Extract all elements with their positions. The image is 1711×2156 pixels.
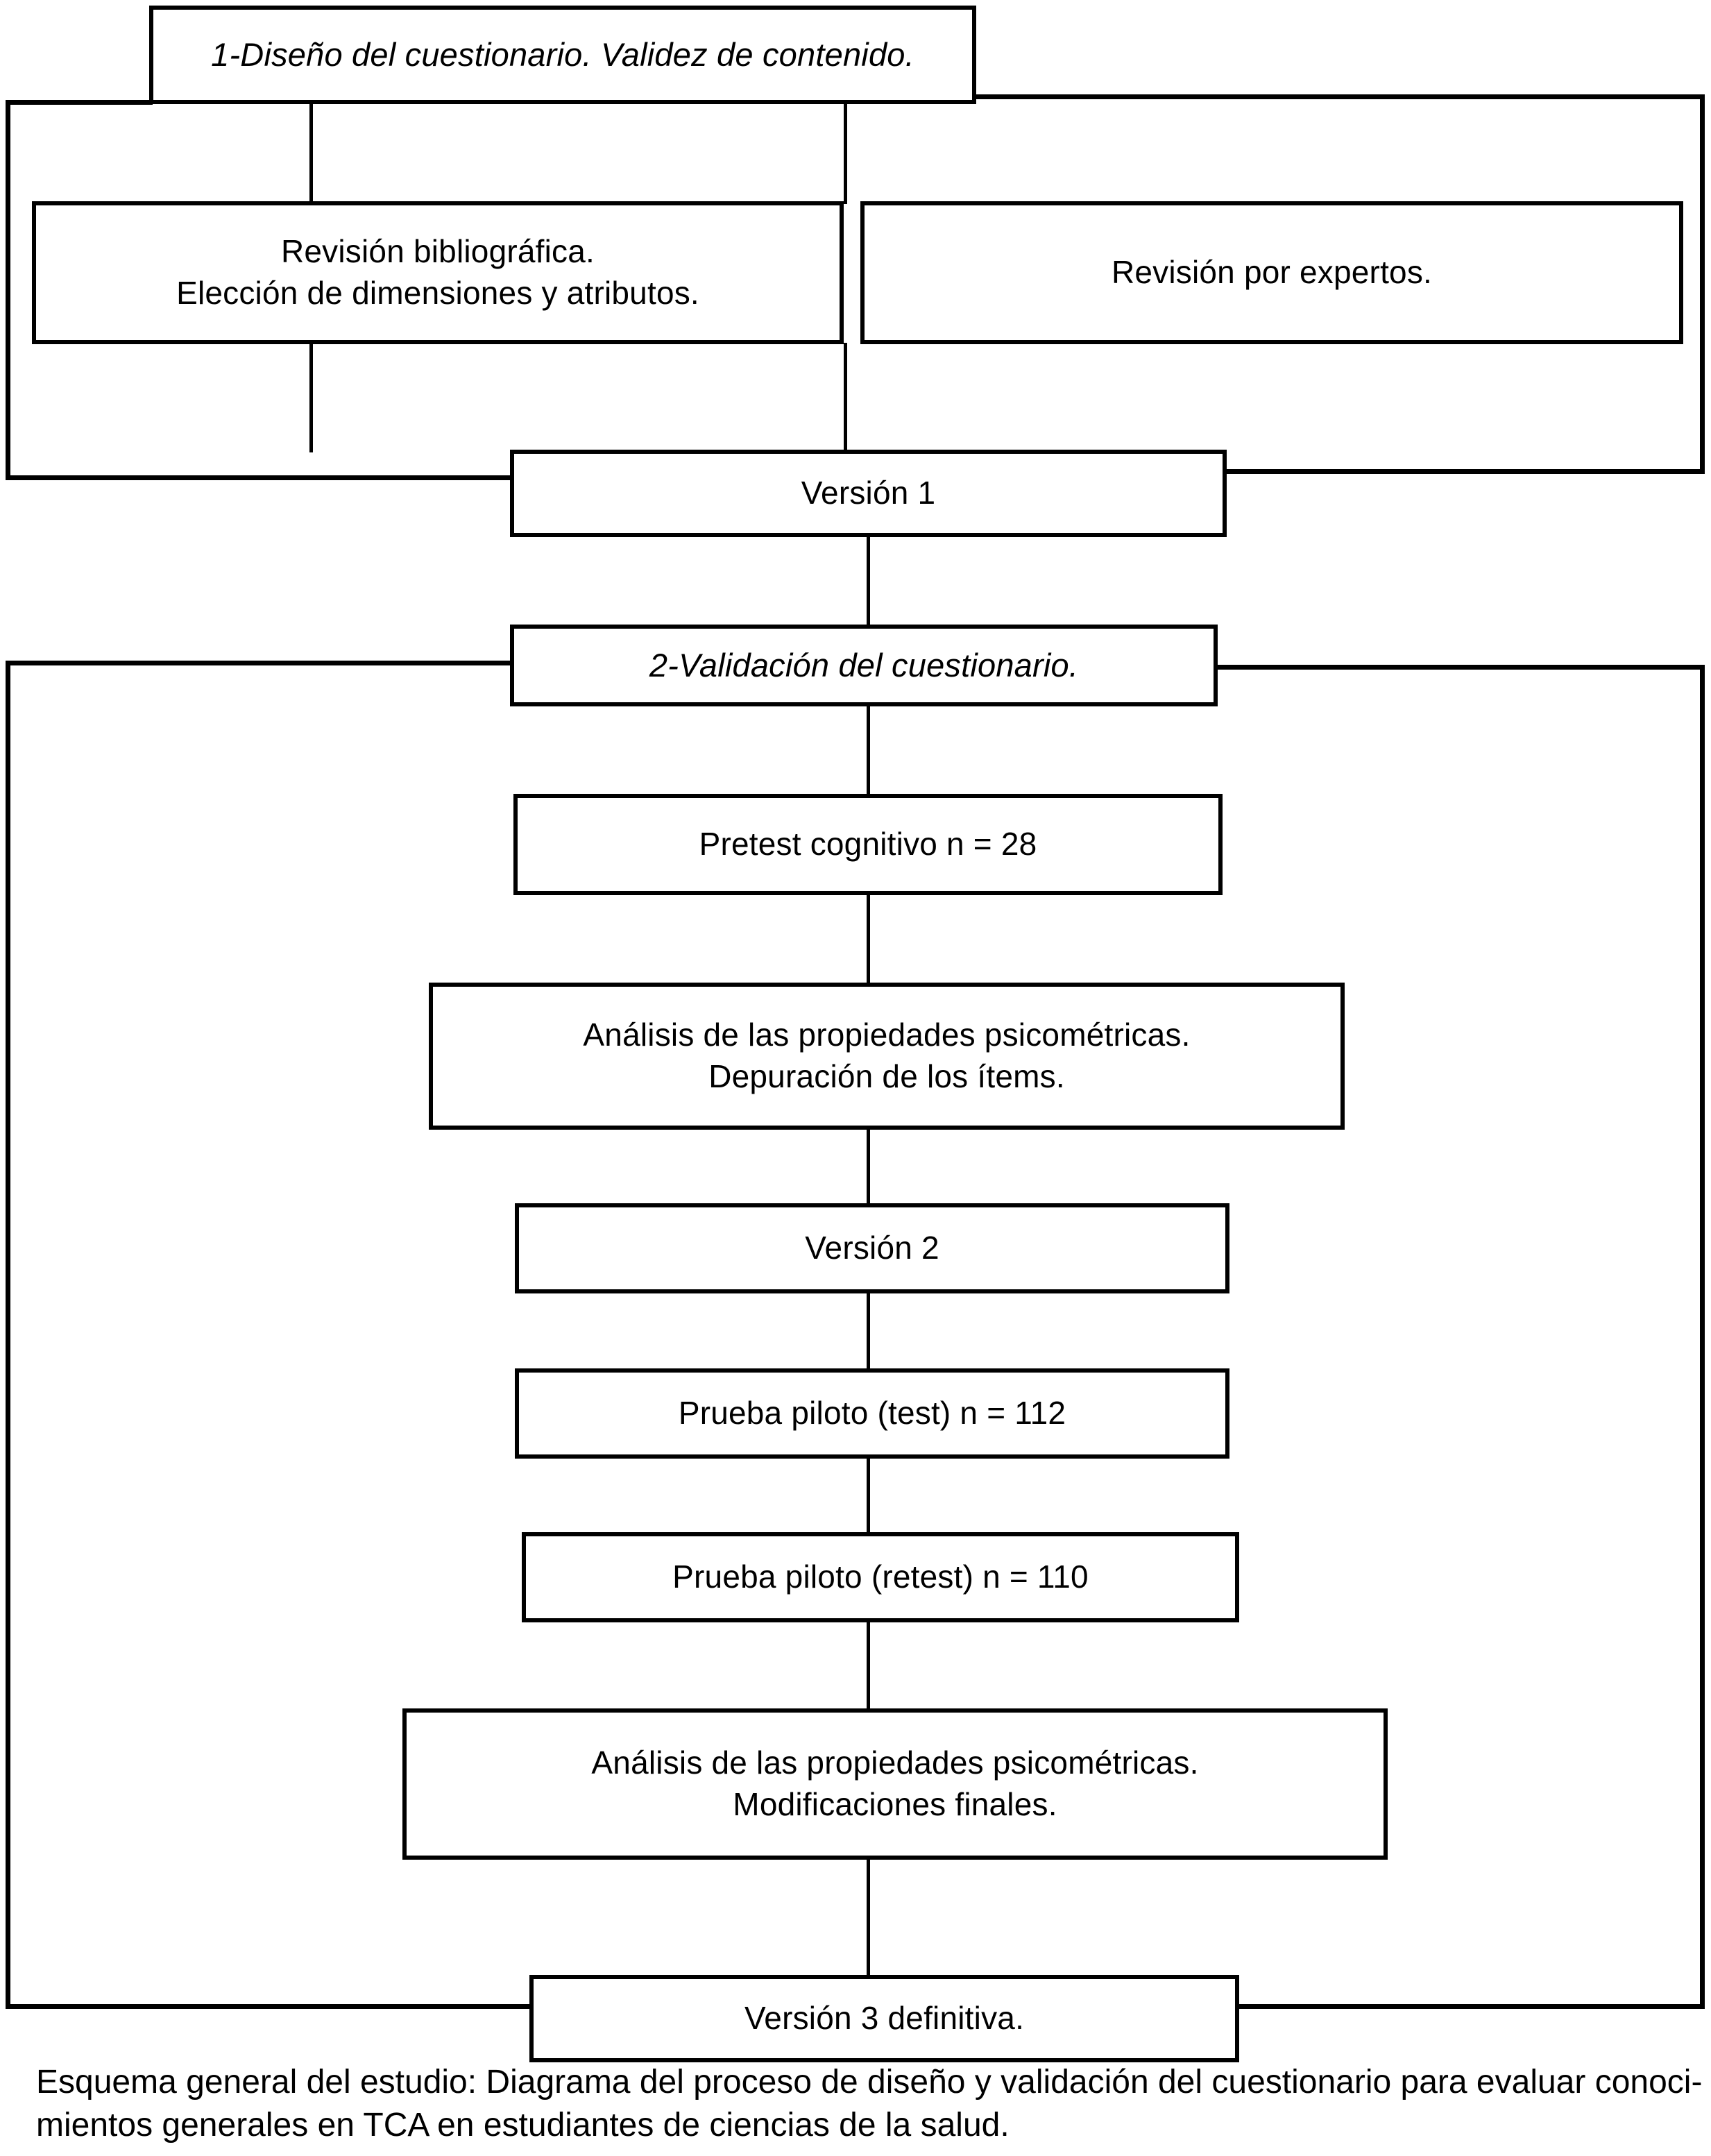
box-design[interactable]: 1-Diseño del cuestionario. Validez de co… [149, 6, 976, 104]
box-literature-review[interactable]: Revisión bibliográfica. Elección de dime… [32, 201, 844, 344]
box-expert-review-line1: Revisión por expertos. [1111, 254, 1433, 291]
box-pretest-line1: Pretest cognitivo n = 28 [699, 826, 1037, 863]
box-pilot-test-line1: Prueba piloto (test) n = 112 [678, 1395, 1066, 1432]
box-version-1[interactable]: Versión 1 [510, 450, 1227, 537]
loop2-left-bottom-segment [6, 2004, 533, 2009]
loop1-left-vertical [6, 100, 10, 479]
box-analysis-final-line1: Análisis de las propiedades psicométrica… [591, 1745, 1199, 1781]
box-literature-review-line2: Elección de dimensiones y atributos. [176, 275, 699, 311]
box-version-1-line1: Versión 1 [801, 475, 936, 511]
connector-analysis1-to-version2 [867, 1128, 870, 1205]
connector-biblio-to-version1 [309, 343, 313, 452]
box-analysis-items-line1: Análisis de las propiedades psicométrica… [583, 1017, 1191, 1053]
figure-caption: Esquema general del estudio: Diagrama de… [36, 2061, 1703, 2148]
box-pilot-retest[interactable]: Prueba piloto (retest) n = 110 [522, 1532, 1239, 1622]
connector-pretest-to-analysis1 [867, 894, 870, 984]
box-expert-review[interactable]: Revisión por expertos. [860, 201, 1683, 344]
connector-version2-to-pilot-test [867, 1292, 870, 1370]
loop2-left-top-segment [6, 661, 512, 665]
connector-design-to-experts [844, 103, 847, 204]
figure-caption-line1: Esquema general del estudio: Diagrama de… [36, 2064, 1703, 2100]
loop2-right-bottom-segment [1235, 2004, 1705, 2009]
box-version-2-line1: Versión 2 [805, 1230, 939, 1266]
box-analysis-final-line2: Modificaciones finales. [733, 1786, 1057, 1822]
connector-version1-to-validation [867, 536, 870, 626]
loop2-left-vertical [6, 661, 10, 2008]
loop1-right-vertical [1700, 94, 1705, 473]
connector-retest-to-analysis2 [867, 1621, 870, 1710]
box-validation[interactable]: 2-Validación del cuestionario. [510, 625, 1218, 706]
loop2-right-vertical [1700, 665, 1705, 2008]
connector-analysis2-to-version3 [867, 1858, 870, 1976]
box-analysis-items[interactable]: Análisis de las propiedades psicométrica… [429, 983, 1345, 1130]
box-pilot-test[interactable]: Prueba piloto (test) n = 112 [515, 1368, 1229, 1459]
connector-experts-to-version1 [844, 343, 847, 452]
loop1-left-top-segment [6, 100, 153, 105]
box-pilot-retest-line1: Prueba piloto (retest) n = 110 [672, 1559, 1089, 1595]
loop1-left-bottom-segment [6, 475, 512, 480]
connector-pilot-test-to-retest [867, 1457, 870, 1534]
loop1-right-top-segment [971, 94, 1705, 99]
box-design-line1: 1-Diseño del cuestionario. Validez de co… [211, 36, 914, 74]
box-pretest[interactable]: Pretest cognitivo n = 28 [513, 794, 1223, 895]
box-validation-line1: 2-Validación del cuestionario. [649, 647, 1079, 684]
connector-design-to-biblio [309, 103, 313, 204]
box-analysis-final[interactable]: Análisis de las propiedades psicométrica… [402, 1708, 1388, 1860]
figure-caption-line2: mientos generales en TCA en estudiantes … [36, 2107, 1010, 2144]
loop1-right-bottom-segment [1223, 469, 1705, 474]
box-version-3-line1: Versión 3 definitiva. [744, 2000, 1025, 2037]
box-version-3[interactable]: Versión 3 definitiva. [529, 1975, 1239, 2062]
box-version-2[interactable]: Versión 2 [515, 1203, 1229, 1293]
loop2-right-top-segment [1214, 665, 1705, 670]
box-literature-review-line1: Revisión bibliográfica. [280, 233, 595, 270]
connector-validation-to-pretest [867, 705, 870, 795]
box-analysis-items-line2: Depuración de los ítems. [708, 1058, 1065, 1094]
